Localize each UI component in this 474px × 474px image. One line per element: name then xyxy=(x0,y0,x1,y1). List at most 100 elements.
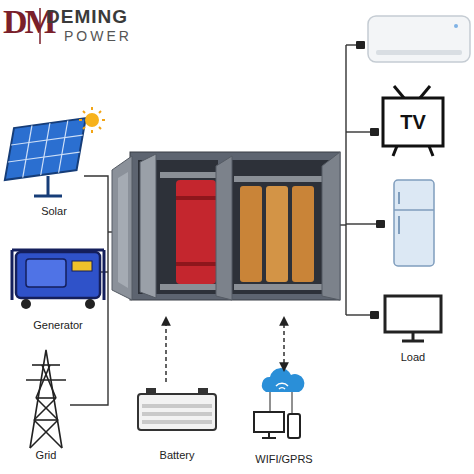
battery-icon xyxy=(142,412,212,416)
cloud-network-icon xyxy=(276,383,288,389)
component-node: TV xyxy=(386,101,440,143)
sun-symbol xyxy=(102,119,105,121)
tv-icon xyxy=(394,86,404,98)
sun-symbol xyxy=(83,127,85,129)
refrigerator-icon xyxy=(398,216,400,234)
component-label: Battery xyxy=(160,449,195,462)
plug-symbol xyxy=(356,41,385,319)
transmission-tower xyxy=(34,419,58,421)
component-label: Load xyxy=(401,351,425,364)
cloud-network-icon xyxy=(270,392,271,412)
power-cabinet xyxy=(292,186,314,282)
air-conditioner-icon xyxy=(368,16,470,62)
solar-panel xyxy=(5,118,86,180)
tv-icon xyxy=(429,146,433,156)
solar-panel xyxy=(8,152,80,162)
generator-icon xyxy=(103,250,106,300)
solar-panel xyxy=(11,135,83,145)
solar-panel xyxy=(41,123,50,175)
solar-panel xyxy=(23,126,32,178)
power-cabinet xyxy=(216,156,232,300)
component-node: Battery xyxy=(132,386,222,462)
cloud-network-icon xyxy=(254,412,284,432)
transmission-tower xyxy=(36,397,56,399)
cloud-network-icon xyxy=(262,437,276,439)
power-cabinet xyxy=(112,152,340,300)
power-cabinet xyxy=(176,180,216,284)
dashed-arrow xyxy=(165,318,166,382)
power-cabinet xyxy=(240,186,262,282)
transmission-tower xyxy=(30,420,58,448)
refrigerator-icon xyxy=(394,180,434,266)
refrigerator-icon xyxy=(398,192,400,204)
transmission-tower xyxy=(26,350,66,448)
cloud-network-icon xyxy=(254,368,304,438)
component-node: Solar xyxy=(4,110,104,218)
output-wires xyxy=(338,45,376,315)
monitor-icon xyxy=(385,296,441,332)
transmission-tower xyxy=(26,379,66,381)
refrigerator-icon xyxy=(394,180,434,266)
monitor-icon xyxy=(402,340,424,343)
component-node: Grid xyxy=(14,346,78,462)
tv-icon xyxy=(383,98,443,146)
battery-icon xyxy=(138,388,216,430)
power-cabinet xyxy=(234,284,322,290)
air-conditioner-icon xyxy=(454,24,458,28)
power-cabinet xyxy=(176,196,216,200)
power-cabinet xyxy=(266,186,288,282)
logo-text: DEMING xyxy=(46,6,128,27)
power-cabinet xyxy=(226,160,334,294)
output-wires xyxy=(346,223,376,224)
component-label: Generator xyxy=(33,319,83,332)
cloud-network-icon xyxy=(262,368,305,392)
transmission-tower xyxy=(34,398,56,420)
sun-symbol xyxy=(85,113,99,127)
sun-symbol xyxy=(91,130,93,133)
transmission-tower xyxy=(36,398,58,420)
plug-symbol xyxy=(356,41,365,49)
power-cabinet xyxy=(234,176,322,182)
component-node: Load xyxy=(378,292,448,364)
generator-icon xyxy=(26,259,66,287)
battery-icon xyxy=(142,404,212,408)
power-cabinet xyxy=(322,152,340,300)
air-conditioner-icon xyxy=(368,16,470,62)
tv-icon xyxy=(393,146,397,156)
transmission-tower xyxy=(30,350,62,448)
sun-symbol xyxy=(79,107,105,133)
solar-panel xyxy=(5,118,86,180)
plug-symbol xyxy=(376,220,385,228)
plug-symbol xyxy=(370,311,379,319)
solar-panel xyxy=(5,118,86,196)
transmission-tower xyxy=(42,365,56,398)
component-node: WIFI/GPRS xyxy=(236,366,332,466)
transmission-tower xyxy=(32,364,60,366)
power-cabinet xyxy=(130,152,340,300)
generator-icon xyxy=(11,250,14,300)
solar-panel xyxy=(59,121,68,173)
output-wires xyxy=(346,44,356,45)
output-wires xyxy=(346,314,370,315)
transmission-tower xyxy=(36,365,50,398)
power-cabinet xyxy=(112,156,132,300)
output-wires xyxy=(345,45,346,315)
cloud-network-icon xyxy=(288,414,300,438)
battery-icon xyxy=(142,420,212,424)
logo-text: POWER xyxy=(64,28,132,44)
dashed-arrow xyxy=(283,318,284,370)
component-label: WIFI/GPRS xyxy=(255,453,312,466)
component-label: Solar xyxy=(41,205,67,218)
generator-icon xyxy=(72,261,92,271)
sun-symbol xyxy=(99,127,101,129)
generator-icon xyxy=(12,250,104,309)
tv-icon xyxy=(383,86,443,156)
monitor-icon xyxy=(412,332,415,340)
power-cabinet xyxy=(140,154,156,298)
component-label: Grid xyxy=(36,449,57,462)
sun-symbol xyxy=(91,107,93,110)
transmission-tower xyxy=(34,420,62,448)
component-label: TV xyxy=(400,111,426,133)
battery-icon xyxy=(138,394,216,430)
